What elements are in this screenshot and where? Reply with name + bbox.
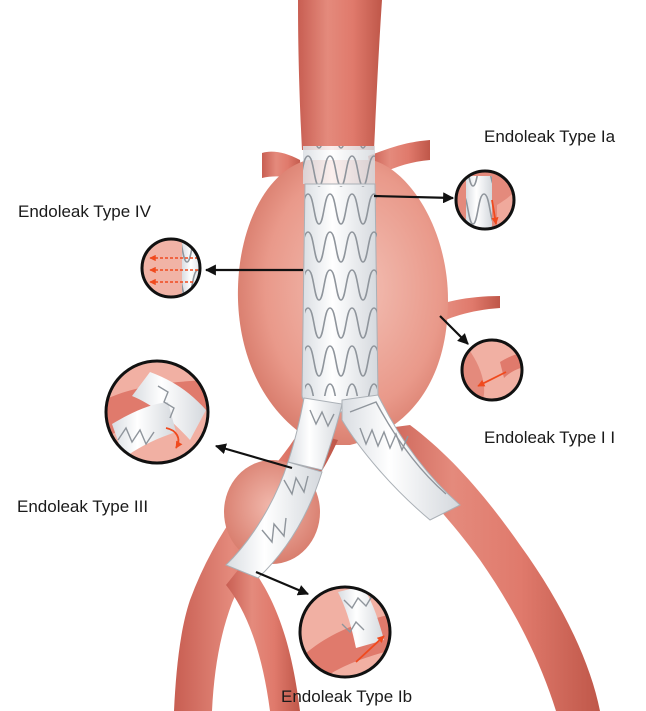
inset-type-ii [460,338,528,406]
vasculature [174,0,600,711]
label-endoleak-type-iv: Endoleak Type IV [18,202,151,222]
inset-type-ib [298,586,392,690]
inset-type-ia [455,170,516,236]
label-endoleak-type-ib: Endoleak Type Ib [281,687,412,707]
inset-type-iv [140,238,204,300]
inset-type-iii [104,360,210,466]
label-endoleak-type-ii: Endoleak Type I I [484,428,615,448]
label-endoleak-type-ia: Endoleak Type Ia [484,127,615,147]
label-endoleak-type-iii: Endoleak Type III [17,497,148,517]
